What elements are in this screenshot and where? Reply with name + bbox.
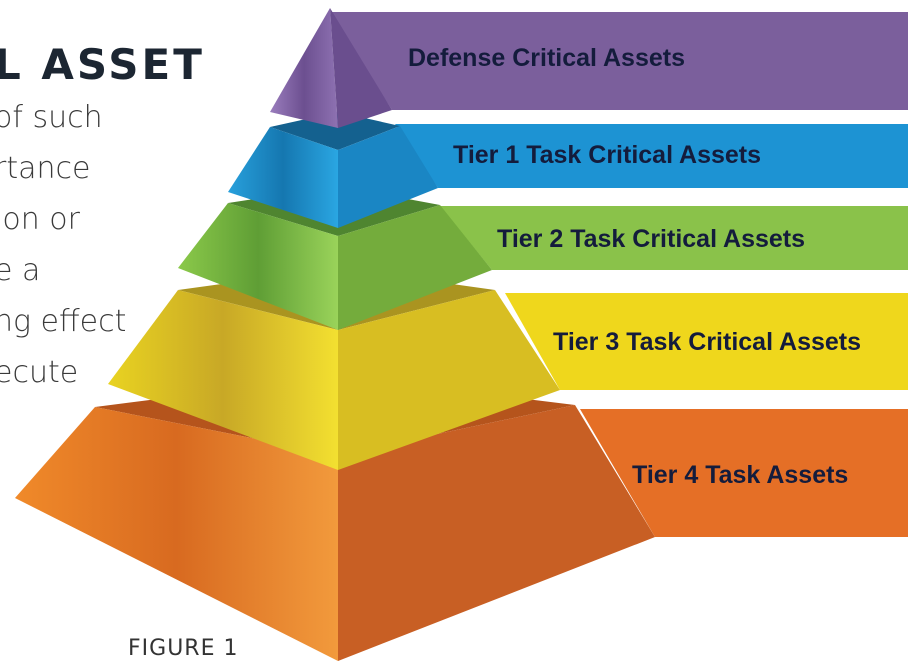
body-text-line: ecute [0,355,79,390]
pyramid-tier3-right [338,290,560,470]
pyramid-defense-right [330,8,392,128]
label-tier1: Tier 1 Task Critical Assets [453,141,761,169]
body-text-line: rtance [0,151,91,186]
body-text-line: of such [0,100,103,135]
banner-defense [330,12,908,110]
pyramid-defense-left [270,8,338,128]
label-tier2: Tier 2 Task Critical Assets [497,225,805,253]
banner-tier3 [505,293,908,390]
pyramid-tier4-left [15,407,338,661]
pyramid-tier1-top [270,112,400,150]
pyramid-tier2-right [338,205,492,330]
banner-tier1 [395,124,908,188]
body-text-line: l [0,406,2,441]
pyramid-tier1-right [338,126,438,228]
pyramid-tier3-left [108,290,338,470]
section-heading: L ASSET [0,40,205,89]
pyramid-tier4-right [338,405,655,661]
label-defense-critical: Defense Critical Assets [408,44,685,72]
body-text-line: ion or [0,202,80,237]
pyramid-tier1-left [228,127,338,228]
banner-tier2 [440,206,908,270]
body-text-line: e a [0,253,41,288]
label-tier3: Tier 3 Task Critical Assets [553,328,861,356]
figure-caption: FIGURE 1 [128,636,239,661]
banner-tier4 [580,409,908,537]
pyramid-tier2-left [178,203,338,330]
label-tier4: Tier 4 Task Assets [632,461,848,489]
body-text-line: ng effect [0,304,127,339]
